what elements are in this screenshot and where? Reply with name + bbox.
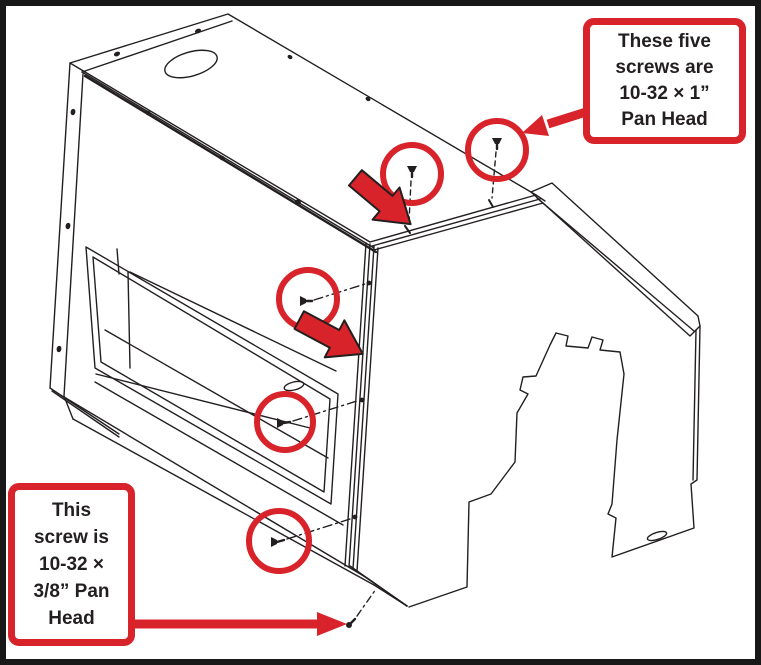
cabinet-body	[49, 13, 546, 607]
callout-single-screw: This screw is 10-32 × 3/8” Pan Head	[8, 483, 135, 646]
front-opening	[85, 246, 339, 505]
screw-icon	[277, 397, 365, 428]
screw-icon	[346, 588, 377, 628]
screw-mark	[218, 155, 226, 161]
rear-cover-panel	[408, 182, 701, 608]
panel-slot	[646, 530, 668, 542]
screw-mark	[365, 96, 371, 102]
insertion-arrow-icon	[293, 310, 364, 359]
edge-screw-marks	[56, 28, 371, 353]
screw-icon	[488, 138, 502, 208]
callout-five-screws: These five screws are 10-32 × 1” Pan Hea…	[583, 18, 746, 144]
top-vent-hole	[164, 49, 218, 79]
callout-five-screws-text: These five screws are 10-32 × 1” Pan Hea…	[615, 31, 714, 130]
callout-single-screw-text: This screw is 10-32 × 3/8” Pan Head	[33, 500, 110, 629]
screw-highlight-circle-5	[246, 508, 312, 574]
screw-mark	[194, 28, 202, 34]
screw-icon	[271, 514, 358, 547]
screw-mark	[65, 222, 71, 230]
screw-highlight-circle-1	[380, 142, 444, 206]
screw-highlight-circle-2	[465, 118, 529, 182]
screw-mark	[144, 110, 152, 116]
screw-highlight-circle-4	[254, 391, 316, 453]
callout-leader-arrow	[522, 107, 588, 136]
screw-mark	[287, 54, 293, 60]
screw-mark	[56, 345, 62, 353]
screw-mark	[113, 51, 121, 57]
cover-panel-outline	[408, 182, 701, 608]
screw-mark	[70, 108, 76, 116]
interior-detail	[94, 248, 344, 526]
shelf-hole	[283, 380, 305, 392]
red-annotations	[128, 107, 588, 636]
insertion-arrow-icon	[347, 169, 412, 226]
screw-mark	[294, 199, 302, 205]
callout-leader-arrow	[128, 612, 347, 636]
screw-icon	[300, 280, 372, 306]
